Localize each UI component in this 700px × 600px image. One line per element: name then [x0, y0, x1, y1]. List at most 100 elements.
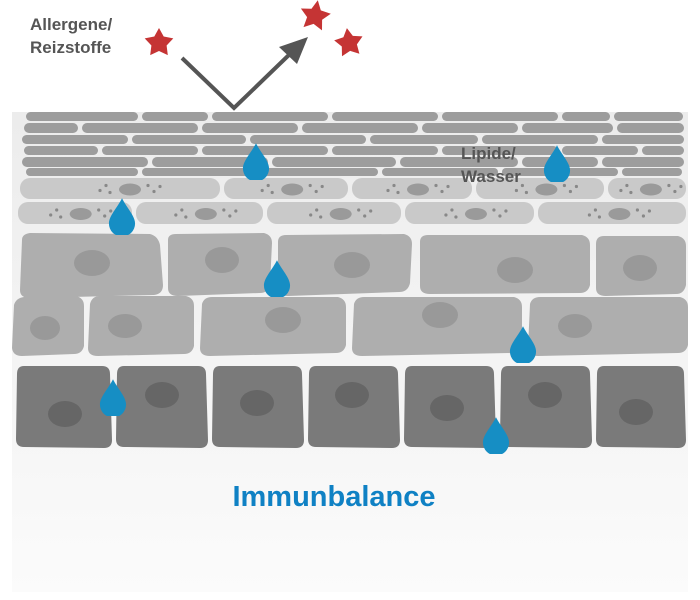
granule [440, 189, 444, 194]
nucleus [265, 307, 301, 333]
granule [315, 208, 319, 212]
nucleus [422, 302, 458, 328]
granule [308, 183, 312, 188]
label-line: Reizstoffe [30, 37, 112, 57]
nucleus [30, 316, 60, 340]
skin-cell [442, 146, 558, 155]
nucleus [119, 183, 141, 196]
granule [228, 214, 232, 218]
skin-cell [642, 146, 684, 155]
allergens-irritants-label: Allergene/Reizstoffe [30, 14, 112, 60]
skin-cell [332, 146, 438, 155]
granule [396, 190, 400, 195]
skin-cell [370, 135, 478, 144]
granule [363, 214, 367, 218]
granule [260, 188, 264, 193]
granule [679, 184, 683, 189]
granule [667, 183, 671, 188]
skin-cell [562, 112, 610, 121]
skin-cell [442, 112, 558, 121]
skin-cell [142, 112, 208, 121]
granule [520, 183, 525, 188]
skin-cell [617, 123, 684, 133]
skin-cell [102, 146, 198, 155]
granule [524, 190, 529, 195]
arrow-icon [180, 37, 308, 111]
granule [234, 209, 238, 213]
granule [625, 183, 629, 188]
skin-cell [272, 157, 396, 167]
skin-cell [332, 112, 438, 121]
skin-cell [528, 297, 688, 356]
nucleus [558, 314, 592, 338]
star-icon [300, 0, 331, 31]
granule [444, 213, 448, 217]
granule [314, 189, 318, 194]
granule [59, 215, 63, 219]
skin-cell [382, 168, 498, 176]
nucleus [48, 401, 82, 427]
granule [108, 190, 112, 195]
nucleus [108, 314, 142, 338]
granule [504, 209, 508, 213]
granule [357, 208, 361, 212]
granule [222, 208, 226, 212]
skin-cell [26, 168, 138, 176]
nucleus [69, 208, 92, 220]
granule [562, 183, 567, 188]
nucleus [639, 183, 662, 196]
granule [103, 214, 107, 218]
granule [152, 189, 156, 194]
nucleus [281, 183, 304, 196]
nucleus [430, 395, 464, 421]
skin-cell [422, 123, 518, 133]
skin-cell [152, 157, 268, 167]
granule [629, 190, 633, 195]
skin-cell [202, 146, 328, 155]
granule [673, 189, 677, 194]
nucleus [619, 399, 653, 425]
nucleus [205, 247, 239, 273]
granule [146, 183, 150, 188]
skin-cell [602, 157, 684, 167]
skin-cell [250, 135, 366, 144]
granule [184, 215, 188, 219]
skin-cell [142, 168, 258, 176]
granule [392, 183, 396, 188]
star-icon [334, 28, 363, 57]
granule [109, 209, 113, 213]
granular-cell-layer [18, 178, 686, 224]
nucleus [74, 250, 110, 276]
granule [174, 213, 178, 217]
granule [587, 213, 592, 217]
skin-cell [614, 112, 683, 121]
cell-nuclei [30, 247, 657, 427]
skin-cell [82, 123, 198, 133]
label-line: Wasser [461, 166, 521, 186]
skin-cell [24, 123, 78, 133]
granule [434, 183, 438, 188]
skin-cell [522, 123, 613, 133]
granule [568, 189, 573, 194]
granule [386, 188, 390, 193]
granule [450, 208, 454, 212]
label-line: Allergene/ [30, 15, 113, 34]
granule [514, 188, 519, 193]
nucleus [407, 183, 429, 196]
skin-cell [562, 146, 638, 155]
granule [619, 188, 623, 193]
nucleus [623, 255, 657, 281]
granule [574, 184, 579, 189]
granule [446, 184, 450, 189]
skin-cell [622, 168, 682, 176]
skin-cell [212, 112, 328, 121]
nucleus [240, 390, 274, 416]
skin-cell [22, 135, 128, 144]
skin-cell [132, 135, 246, 144]
granule [597, 215, 602, 219]
granule [593, 208, 598, 212]
granule [369, 209, 373, 213]
granule [104, 183, 108, 188]
lipids-water-label: Lipide/Wasser [461, 143, 521, 189]
